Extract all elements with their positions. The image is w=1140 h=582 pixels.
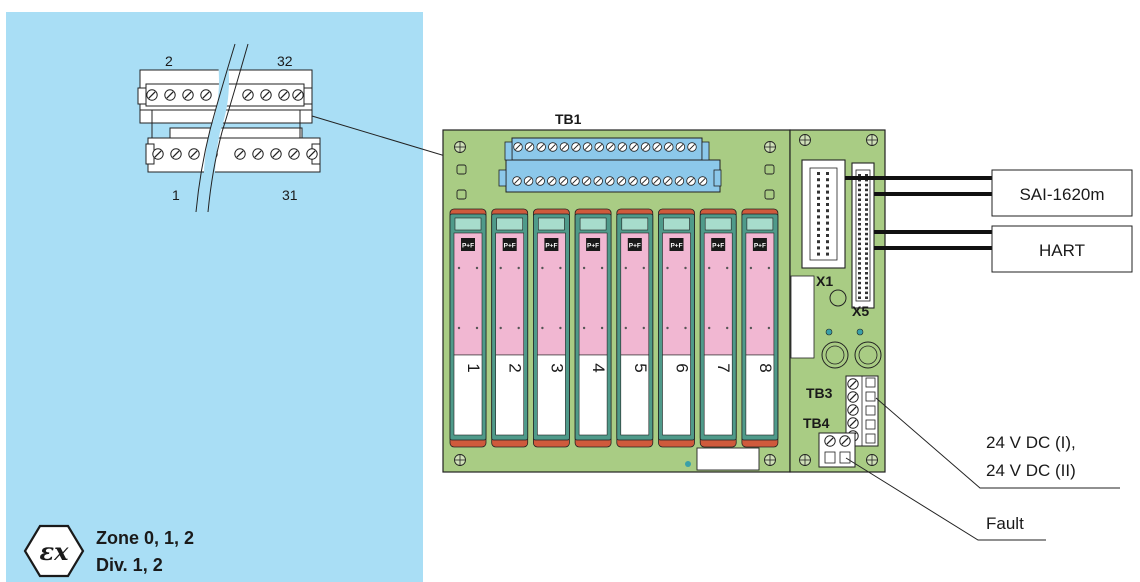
svg-text:P+F: P+F (670, 243, 682, 250)
module-slot: P+F 6 (658, 208, 695, 448)
x1-connector (801, 159, 846, 269)
pf-logo-icon: P+F (711, 238, 726, 251)
pf-logo-icon: P+F (544, 238, 559, 251)
terminal-label-31: 31 (282, 187, 298, 203)
tb3-label: TB3 (806, 385, 833, 401)
power-leader-line (875, 397, 1120, 489)
zone-label: Zone 0, 1, 2 (96, 528, 194, 548)
module-slot-number: 2 (506, 363, 525, 372)
pf-logo-icon: P+F (627, 238, 642, 251)
sai-cable (845, 176, 992, 196)
terminal-label-2: 2 (165, 53, 173, 69)
svg-text:P+F: P+F (629, 243, 641, 250)
module-slot: P+F 8 (741, 208, 779, 448)
power-label-1: 24 V DC (I), (986, 433, 1076, 452)
svg-text:εx: εx (40, 537, 70, 566)
fault-label: Fault (986, 514, 1024, 533)
division-label: Div. 1, 2 (96, 555, 163, 575)
power-label-2: 24 V DC (II) (986, 461, 1076, 480)
module-slot-number: 4 (589, 363, 608, 372)
module-slot-number: 7 (714, 363, 733, 372)
fault-leader-line (845, 457, 1046, 541)
module-slot-number: 1 (464, 363, 483, 372)
hart-cable (874, 230, 992, 250)
module-slot: P+F 3 (533, 208, 570, 448)
terminal-label-32: 32 (277, 53, 293, 69)
tb1-label: TB1 (555, 111, 582, 127)
tb1-terminal-block (498, 137, 722, 193)
sai-label: SAI-1620m (1019, 185, 1104, 204)
svg-text:P+F: P+F (462, 243, 474, 250)
sai-box (991, 169, 1133, 217)
svg-text:P+F: P+F (587, 243, 599, 250)
svg-text:P+F: P+F (712, 243, 724, 250)
module-slot: P+F 4 (574, 208, 612, 448)
pf-logo-icon: P+F (461, 238, 475, 251)
ex-icon: εx (23, 524, 85, 578)
tb4-label: TB4 (803, 415, 830, 431)
module-slot-number: 5 (631, 363, 650, 372)
module-slot: P+F 2 (491, 208, 529, 448)
hart-box (991, 225, 1133, 273)
svg-text:P+F: P+F (504, 243, 516, 250)
module-slot: P+F 1 (449, 208, 487, 448)
svg-text:P+F: P+F (754, 243, 766, 250)
tb4-terminal-block (818, 432, 856, 468)
pf-logo-icon: P+F (586, 238, 601, 251)
pf-logo-icon: P+F (669, 238, 684, 251)
board-hole (829, 289, 847, 307)
module-slot-number: 3 (547, 363, 566, 372)
x5-connector (851, 162, 875, 309)
module-slot-number: 8 (756, 363, 775, 372)
module-slot: P+F 5 (616, 208, 654, 448)
status-leds (821, 328, 882, 369)
module-slot: P+F 7 (699, 208, 737, 448)
module-slot-number: 6 (673, 363, 692, 372)
pf-logo-icon: P+F (502, 238, 517, 251)
terminal-label-1: 1 (172, 187, 180, 203)
svg-text:P+F: P+F (545, 243, 557, 250)
x1-label: X1 (816, 273, 833, 289)
hart-label: HART (1039, 241, 1085, 260)
x5-label: X5 (852, 303, 869, 319)
isolator-modules: P+F 1 P+F 2 P+F 3 P+F 4 P+F 5 P+F 6 P+F 7 P+F 8 (449, 208, 779, 448)
pf-logo-icon: P+F (752, 238, 767, 251)
